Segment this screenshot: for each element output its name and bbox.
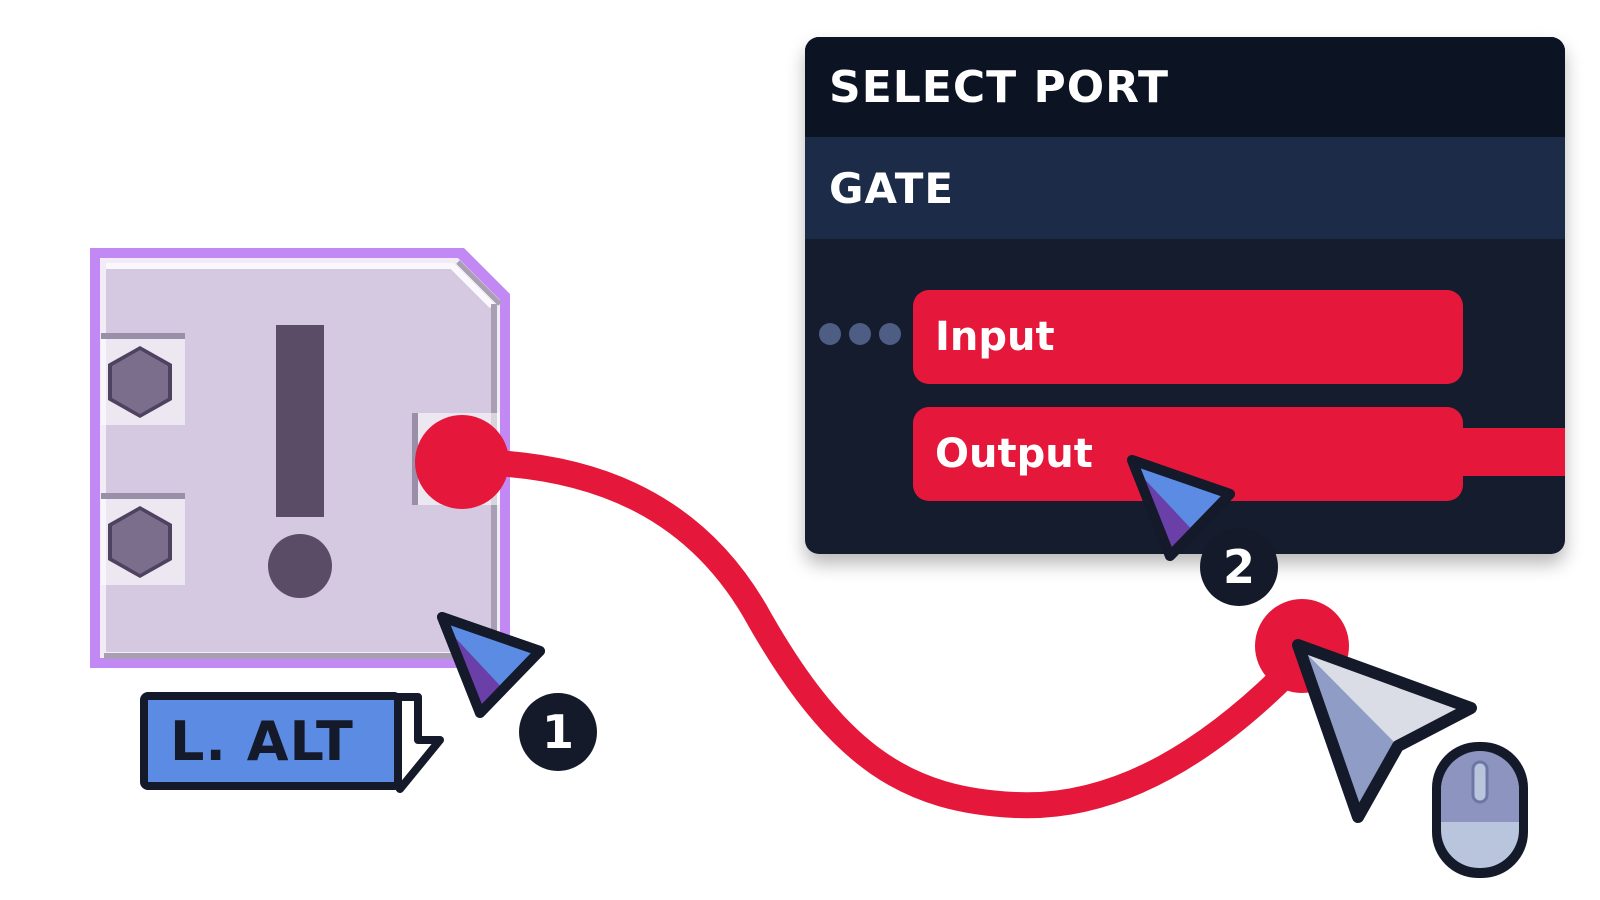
port-input-label: Input (935, 314, 1055, 360)
connection-wire (449, 449, 1313, 819)
panel-subheader: GATE (805, 137, 1565, 239)
panel-subtitle: GATE (829, 163, 955, 213)
panel-title: SELECT PORT (829, 61, 1170, 113)
left-alt-key: L. ALT (140, 692, 402, 790)
wire-start-node[interactable] (415, 415, 509, 509)
left-alt-key-label: L. ALT (170, 709, 354, 773)
output-wire-stub (1445, 428, 1565, 476)
hex-bolt-icon (108, 346, 172, 418)
exclamation-icon (268, 325, 332, 598)
cursor-icon (1292, 639, 1477, 823)
mouse-icon (1432, 742, 1528, 878)
more-dots-icon (819, 323, 901, 345)
port-input-option[interactable]: Input (913, 290, 1463, 384)
hex-bolt-icon (108, 506, 172, 578)
port-output-label: Output (935, 431, 1093, 477)
step-badge-2: 2 (1200, 528, 1278, 606)
select-port-panel: SELECT PORT GATE Input Output (805, 37, 1565, 554)
panel-header: SELECT PORT (805, 37, 1565, 137)
step-badge-1: 1 (519, 693, 597, 771)
